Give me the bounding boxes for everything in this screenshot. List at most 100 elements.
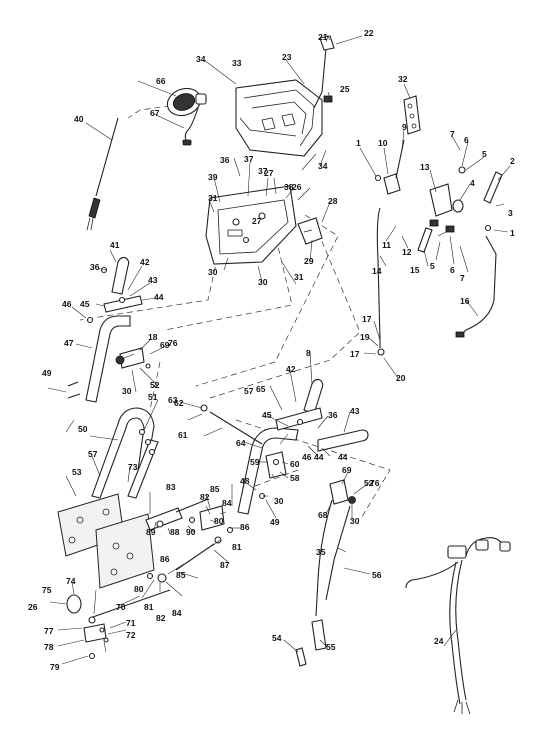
part-label: 57 [88,449,98,459]
part-label: 55 [326,642,336,652]
part-label: 1 [510,228,515,238]
part-label: 5 [482,149,487,159]
part-label: 81 [144,602,154,612]
part-24-wire-harness [405,537,511,715]
part-label: 87 [220,560,230,570]
part-label: 8 [306,348,311,358]
part-label: 5 [430,261,435,271]
part-label: 52 [150,380,160,390]
part-label: 89 [146,527,156,537]
part-65-lever-right [275,407,323,431]
part-label: 53 [72,467,82,477]
part-13-shift-bracket [374,166,503,253]
part-label: 37 [258,166,268,176]
part-label: 80 [214,516,224,526]
part-label: 38 [284,182,294,192]
part-23-chute-rod [313,33,335,109]
part-32-cable-guide [403,95,421,135]
part-label: 81 [232,542,242,552]
part-68-bracket-right [329,479,356,505]
part-label: 27 [252,216,262,226]
part-label: 28 [328,196,338,206]
part-label: 69 [342,465,352,475]
part-label: 61 [178,430,188,440]
part-47-left-handle [85,315,131,403]
part-label: 25 [340,84,350,94]
part-label: 43 [148,275,158,285]
part-label: 77 [44,626,54,636]
part-61-rod [200,404,263,445]
part-label: 76 [168,338,178,348]
part-label: 21 [318,32,328,42]
part-label: 33 [232,58,242,68]
part-label: 56 [372,570,382,580]
part-label: 45 [80,299,90,309]
part-label: 75 [42,585,52,595]
part-label: 71 [126,618,136,628]
part-label: 63 [168,395,178,405]
part-label: 67 [150,108,160,118]
part-label: 52 [364,478,374,488]
part-label: 82 [156,613,166,623]
part-label: 39 [208,172,218,182]
part-label: 7 [460,273,465,283]
part-label: 18 [148,332,158,342]
part-label: 23 [282,52,292,62]
part-label: 27 [264,168,274,178]
part-label: 9 [402,122,407,132]
part-14-cable [376,207,385,356]
part-label: 17 [350,349,360,359]
part-28-bracket [297,217,323,245]
part-label: 48 [240,476,250,486]
part-35-cable [315,499,333,617]
part-label: 36 [220,155,230,165]
part-label: 58 [290,473,300,483]
leader-lines [47,35,511,665]
part-label: 41 [110,240,120,250]
part-44-lever [86,266,143,324]
part-label: 68 [318,510,328,520]
part-label: 85 [176,570,186,580]
part-label: 86 [160,554,170,564]
part-label: 59 [250,457,260,467]
part-label: 85 [210,484,220,494]
part-label: 88 [170,527,180,537]
part-label: 26 [28,602,38,612]
part-label: 46 [302,452,312,462]
part-label: 30 [350,516,360,526]
part-label: 31 [208,193,218,203]
part-label: 24 [434,636,444,646]
part-label: 66 [156,76,166,86]
part-label: 10 [378,138,388,148]
part-54-clip [295,647,307,667]
part-label: 45 [262,410,272,420]
part-66-headlight [166,87,207,146]
part-label: 90 [186,527,196,537]
part-label: 36 [328,410,338,420]
part-label: 30 [122,386,132,396]
part-label: 57 [244,386,254,396]
part-label: 16 [460,296,470,306]
part-label: 44 [154,292,164,302]
part-label: 15 [410,265,420,275]
part-label: 12 [402,247,412,257]
part-label: 20 [396,373,406,383]
part-label: 17 [362,314,372,324]
part-label: 36 [90,262,100,272]
part-label: 86 [240,522,250,532]
part-label: 46 [62,299,72,309]
part-label: 4 [470,178,475,188]
part-58-bracket-right [258,451,287,500]
part-label: 11 [382,240,391,250]
part-label: 34 [318,161,328,171]
part-label: 31 [294,272,304,282]
part-label: 49 [42,368,52,378]
part-label: 62 [174,398,184,408]
part-label: 76 [370,478,380,488]
part-43-grip-right [317,429,369,452]
part-label: 14 [372,266,382,276]
part-label: 22 [364,28,374,38]
part-label: 83 [166,482,176,492]
part-label: 42 [140,257,150,267]
